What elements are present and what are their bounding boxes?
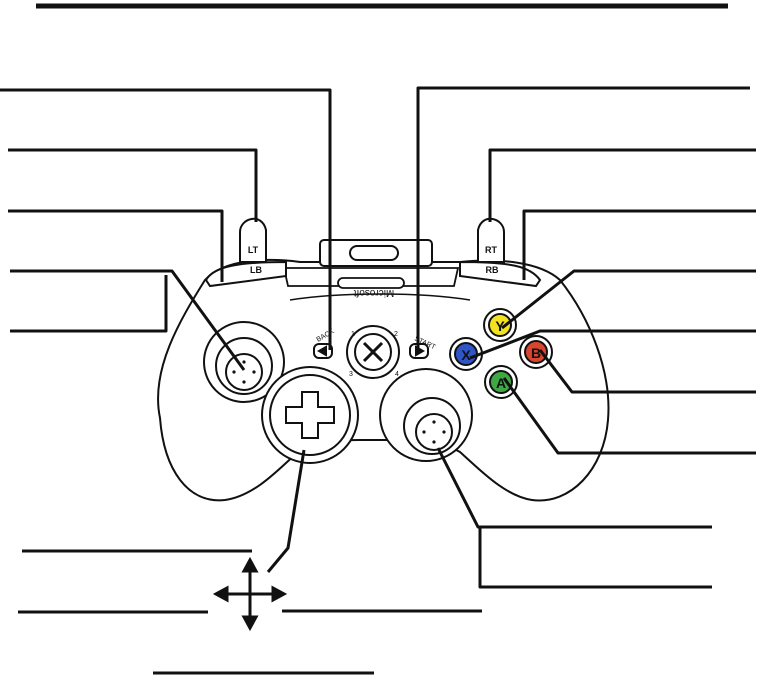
charge-dock <box>319 239 433 267</box>
center-strip <box>282 267 460 289</box>
face-button-x[interactable] <box>449 337 483 371</box>
right-trigger-label: RT <box>485 245 497 255</box>
player-quadrant-4: 4 <box>395 371 399 378</box>
player-quadrant-2: 2 <box>394 331 398 338</box>
face-button-y[interactable] <box>483 308 517 342</box>
left-bumper[interactable] <box>204 260 287 288</box>
face-button-a-label: A <box>496 375 506 391</box>
leader-b <box>538 349 756 394</box>
leader-x <box>469 329 756 360</box>
directional-pad[interactable] <box>261 366 359 464</box>
left-bumper-label: LB <box>250 265 262 275</box>
leader-lines <box>0 86 756 675</box>
leader-right-trigger <box>488 148 756 222</box>
right-thumbstick[interactable] <box>379 368 473 462</box>
right-trigger[interactable] <box>477 218 505 263</box>
left-thumbstick-dots <box>232 360 256 384</box>
leader-left-thumbstick-press <box>10 275 168 333</box>
left-trigger-label: LT <box>248 245 259 255</box>
leader-dpad <box>266 449 306 573</box>
right-thumbstick-dots <box>422 420 446 444</box>
leader-start <box>416 86 750 350</box>
leader-back <box>0 88 332 350</box>
xbox-guide-icon <box>362 341 384 363</box>
face-button-y-label: Y <box>495 318 505 334</box>
brand-label: Microsoft <box>353 287 394 298</box>
back-button[interactable] <box>313 343 333 359</box>
face-button-x-label: X <box>461 347 471 363</box>
leader-right-thumbstick-press <box>478 527 712 589</box>
face-button-b[interactable] <box>519 335 553 369</box>
leader-left-bumper <box>8 209 224 282</box>
face-button-b-label: B <box>531 345 541 361</box>
player-quadrant-1: 1 <box>351 331 355 338</box>
leader-right-thumbstick <box>436 447 712 529</box>
left-trigger[interactable] <box>239 218 267 263</box>
leader-left-thumbstick <box>10 269 246 371</box>
leader-left-trigger <box>8 148 258 222</box>
face-button-a[interactable] <box>484 365 518 399</box>
leader-right-bumper <box>522 209 756 280</box>
player-quadrant-3: 3 <box>349 371 353 378</box>
leader-a <box>502 377 756 455</box>
leader-y <box>501 269 756 330</box>
four-way-arrow-icon <box>212 556 288 632</box>
right-bumper-label: RB <box>486 265 499 275</box>
